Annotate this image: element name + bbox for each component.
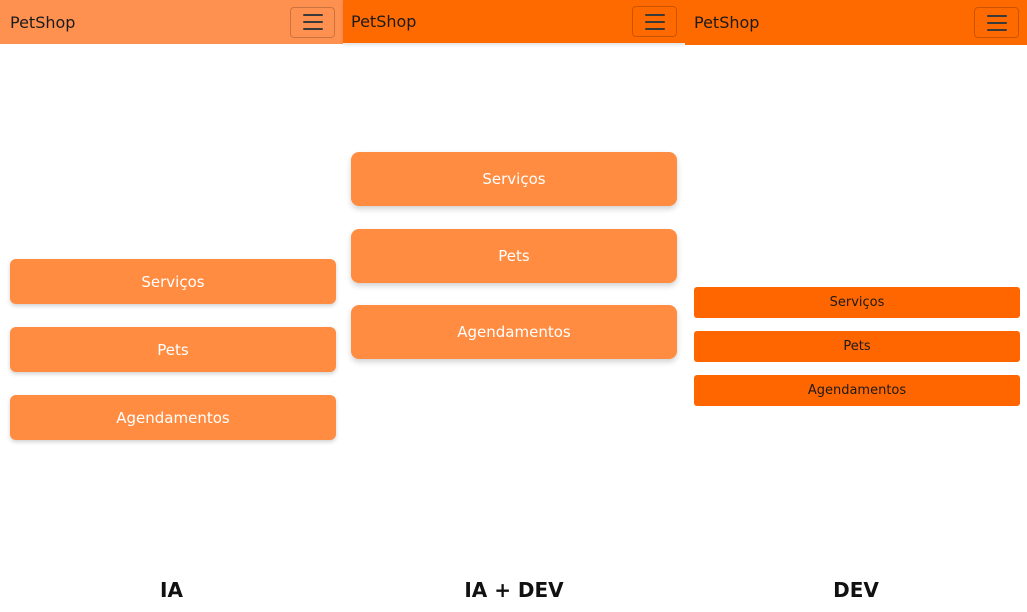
- hamburger-menu-icon: [644, 13, 665, 16]
- pets-button[interactable]: Pets: [10, 327, 336, 372]
- navbar-toggler-button[interactable]: [290, 6, 335, 38]
- navbar: PetShop: [685, 0, 1027, 45]
- navbar-brand[interactable]: PetShop: [10, 12, 76, 32]
- navbar-toggler-button[interactable]: [632, 6, 677, 37]
- hamburger-menu-icon: [986, 21, 1007, 24]
- agendamentos-button[interactable]: Agendamentos: [10, 395, 336, 440]
- panel-ia-dev: PetShop Serviços Pets Agendamentos IA + …: [343, 0, 685, 612]
- panel-caption: DEV: [833, 578, 879, 602]
- panel-caption: IA: [160, 578, 183, 602]
- navbar-toggler-button[interactable]: [974, 7, 1019, 38]
- servicos-button[interactable]: Serviços: [10, 259, 336, 304]
- pets-button[interactable]: Pets: [694, 331, 1020, 362]
- hamburger-menu-icon: [986, 28, 1007, 31]
- hamburger-menu-icon: [644, 27, 665, 30]
- hamburger-menu-icon: [644, 20, 665, 23]
- navbar: PetShop: [343, 0, 685, 43]
- agendamentos-button[interactable]: Agendamentos: [694, 375, 1020, 406]
- hamburger-menu-icon: [302, 14, 323, 16]
- panel-caption: IA + DEV: [464, 578, 564, 602]
- servicos-button[interactable]: Serviços: [694, 287, 1020, 318]
- servicos-button[interactable]: Serviços: [351, 152, 677, 206]
- navbar-brand[interactable]: PetShop: [351, 12, 417, 31]
- navbar-brand[interactable]: PetShop: [694, 13, 760, 32]
- pets-button[interactable]: Pets: [351, 229, 677, 283]
- agendamentos-button[interactable]: Agendamentos: [351, 305, 677, 359]
- hamburger-menu-icon: [302, 28, 323, 30]
- hamburger-menu-icon: [302, 21, 323, 23]
- navbar: PetShop: [0, 0, 343, 44]
- panel-dev: PetShop Serviços Pets Agendamentos DEV: [685, 0, 1027, 612]
- panel-ia: PetShop Serviços Pets Agendamentos IA: [0, 0, 343, 612]
- hamburger-menu-icon: [986, 14, 1007, 17]
